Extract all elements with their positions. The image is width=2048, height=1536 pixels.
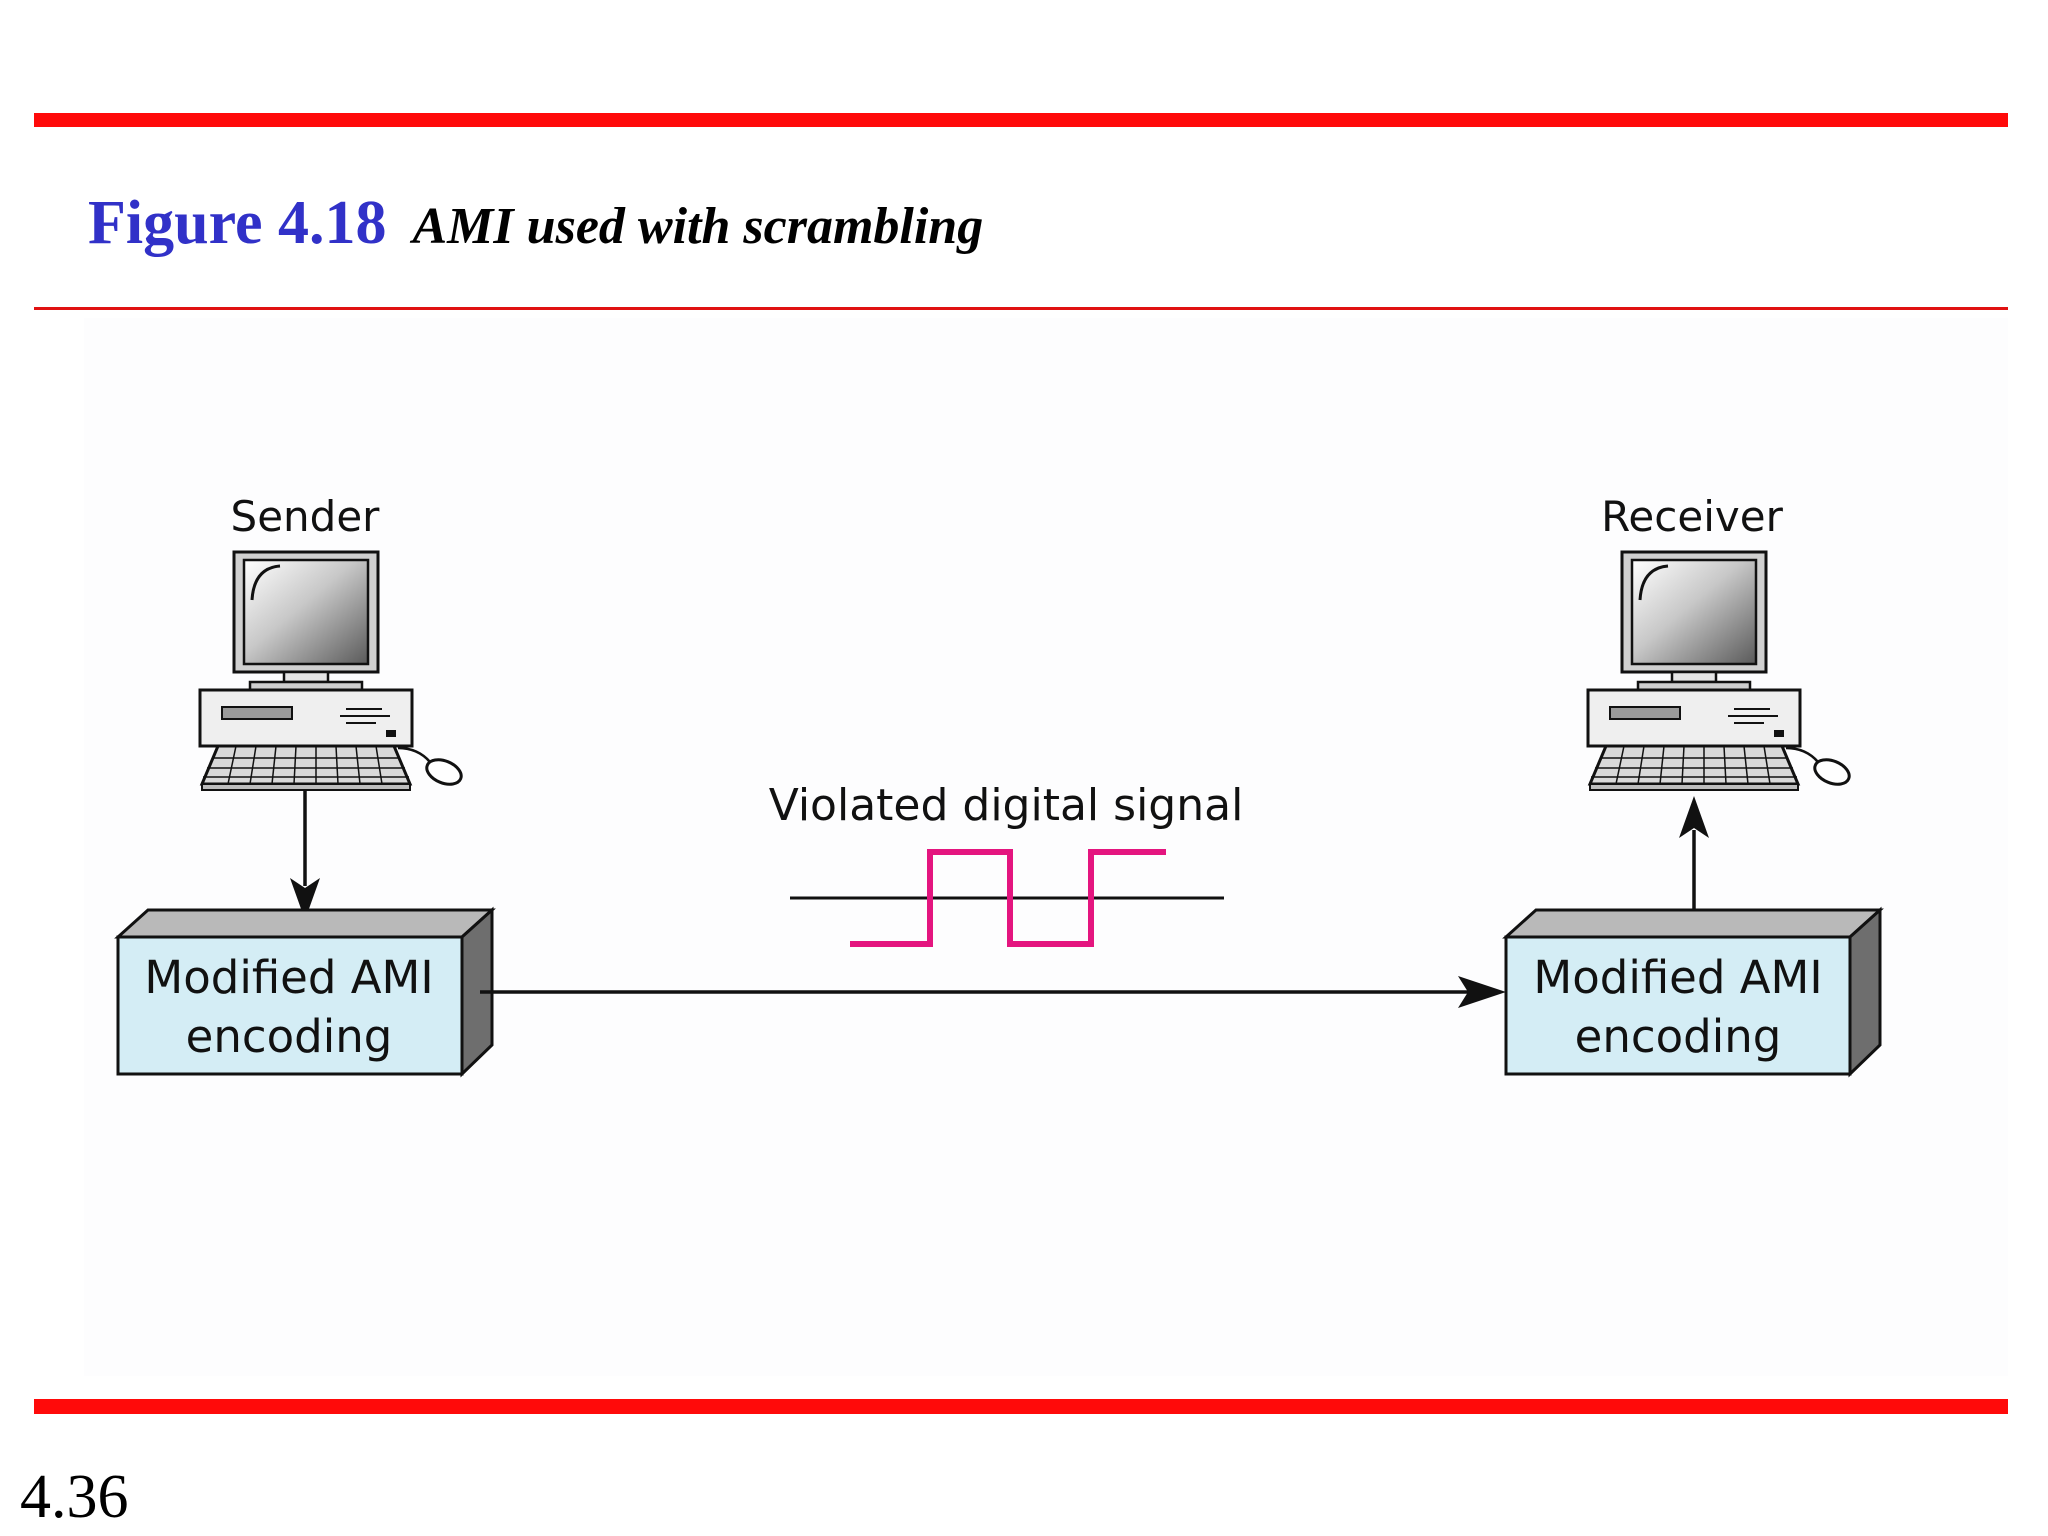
page-number: 4.36: [20, 1463, 129, 1531]
sender-encoding-box: Modified AMI encoding: [114, 906, 496, 1078]
receiver-computer-icon: [1586, 550, 1855, 792]
figure-caption: AMI used with scrambling: [412, 198, 984, 255]
bottom-red-rule: [34, 1399, 2008, 1414]
transmission-arrow: [480, 976, 1506, 1008]
signal-waveform: [850, 849, 1166, 947]
diagram-area: [84, 318, 2008, 1376]
receiver-box-line2: encoding: [1575, 1010, 1782, 1063]
title-underline-rule: [34, 307, 2008, 310]
figure-title: Figure 4.18 AMI used with scrambling: [88, 188, 983, 259]
sender-box-line1: Modified AMI: [144, 951, 433, 1004]
sender-box-line2: encoding: [186, 1010, 393, 1063]
sender-computer-icon: [198, 550, 467, 792]
receiver-up-arrow: [1679, 796, 1709, 924]
sender-label: Sender: [231, 492, 381, 541]
receiver-box-line1: Modified AMI: [1533, 951, 1822, 1004]
receiver-encoding-box: Modified AMI encoding: [1502, 906, 1884, 1078]
figure-number: Figure 4.18: [88, 189, 387, 257]
receiver-label: Receiver: [1601, 492, 1783, 541]
sender-down-arrow: [290, 790, 320, 920]
signal-label: Violated digital signal: [769, 780, 1244, 831]
top-red-rule: [34, 113, 2008, 127]
